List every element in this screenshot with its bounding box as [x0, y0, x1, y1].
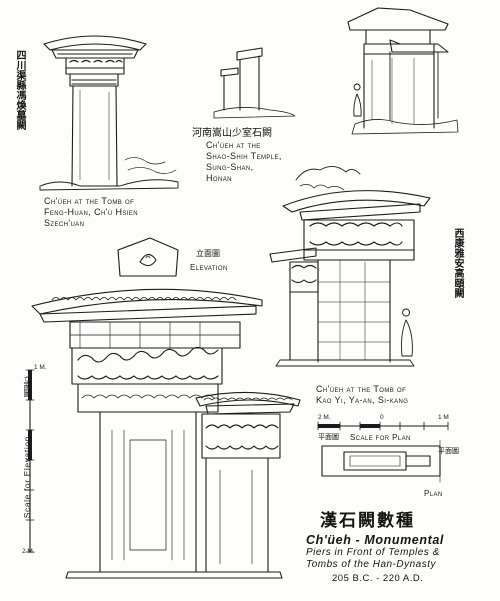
elevation-cjk-label: 立面圖: [196, 249, 220, 258]
title-block: 漢石闕數種 Ch'üeh - Monumental Piers in Front…: [306, 506, 496, 584]
kao-yi-caption: Ch'üeh at the Tomb of Kao Yi, Ya-an, Si-…: [316, 384, 409, 405]
title-subtitle-line-1: Piers in Front of Temples &: [306, 547, 440, 558]
plan-scale-label: Scale for Plan: [350, 433, 411, 442]
elevation-scale-cjk: 立面圖: [23, 376, 31, 397]
kao-yi-cjk-label: 西康雅安高頤闕: [452, 228, 463, 298]
plan-scale-tick-right: 1 M: [438, 414, 449, 421]
title-date: 205 B.C. - 220 A.D.: [332, 573, 424, 584]
shao-shih-pier-drawing: [213, 47, 296, 119]
kao-yi-pier-drawing: [269, 166, 431, 367]
elevation-drawing: [31, 237, 301, 579]
plan-scale-cjk: 平面圖: [318, 433, 339, 441]
title-subtitle-line-2: Tombs of the Han-Dynasty: [306, 559, 437, 570]
title-main: Ch'üeh - Monumental: [306, 533, 444, 547]
shao-shih-caption: Ch'üeh at the Shao-Shih Temple, Sung-Sha…: [206, 140, 282, 183]
plan-label: Plan: [424, 489, 443, 498]
plan-cjk-label: 平面圖: [438, 447, 459, 455]
plan-scale-tick-zero: 0: [380, 414, 384, 421]
title-cjk: 漢石闕數種: [320, 511, 415, 531]
elevation-label: Elevation: [190, 263, 228, 272]
feng-huan-cjk-label: 四川渠縣馮煥墓闕: [14, 50, 25, 130]
plan-scale: [317, 421, 449, 431]
plan-drawing: [321, 439, 441, 483]
elevation-scale: [25, 369, 35, 553]
elevation-scale-bottom: 2 M.: [22, 548, 35, 555]
feng-huan-caption: Ch'üeh at the Tomb of Feng-Huan, Ch'ü Hs…: [44, 196, 138, 228]
plan-scale-tick-left: 2 M.: [318, 414, 331, 421]
elevation-scale-label: Scale for Elevation: [22, 436, 32, 519]
shao-shih-pier-large-drawing: [347, 7, 459, 135]
elevation-scale-top: 1 M.: [34, 364, 47, 371]
feng-huan-pier-drawing: [39, 35, 179, 191]
shao-shih-cjk-label: 河南嵩山少室石闕: [192, 128, 272, 139]
